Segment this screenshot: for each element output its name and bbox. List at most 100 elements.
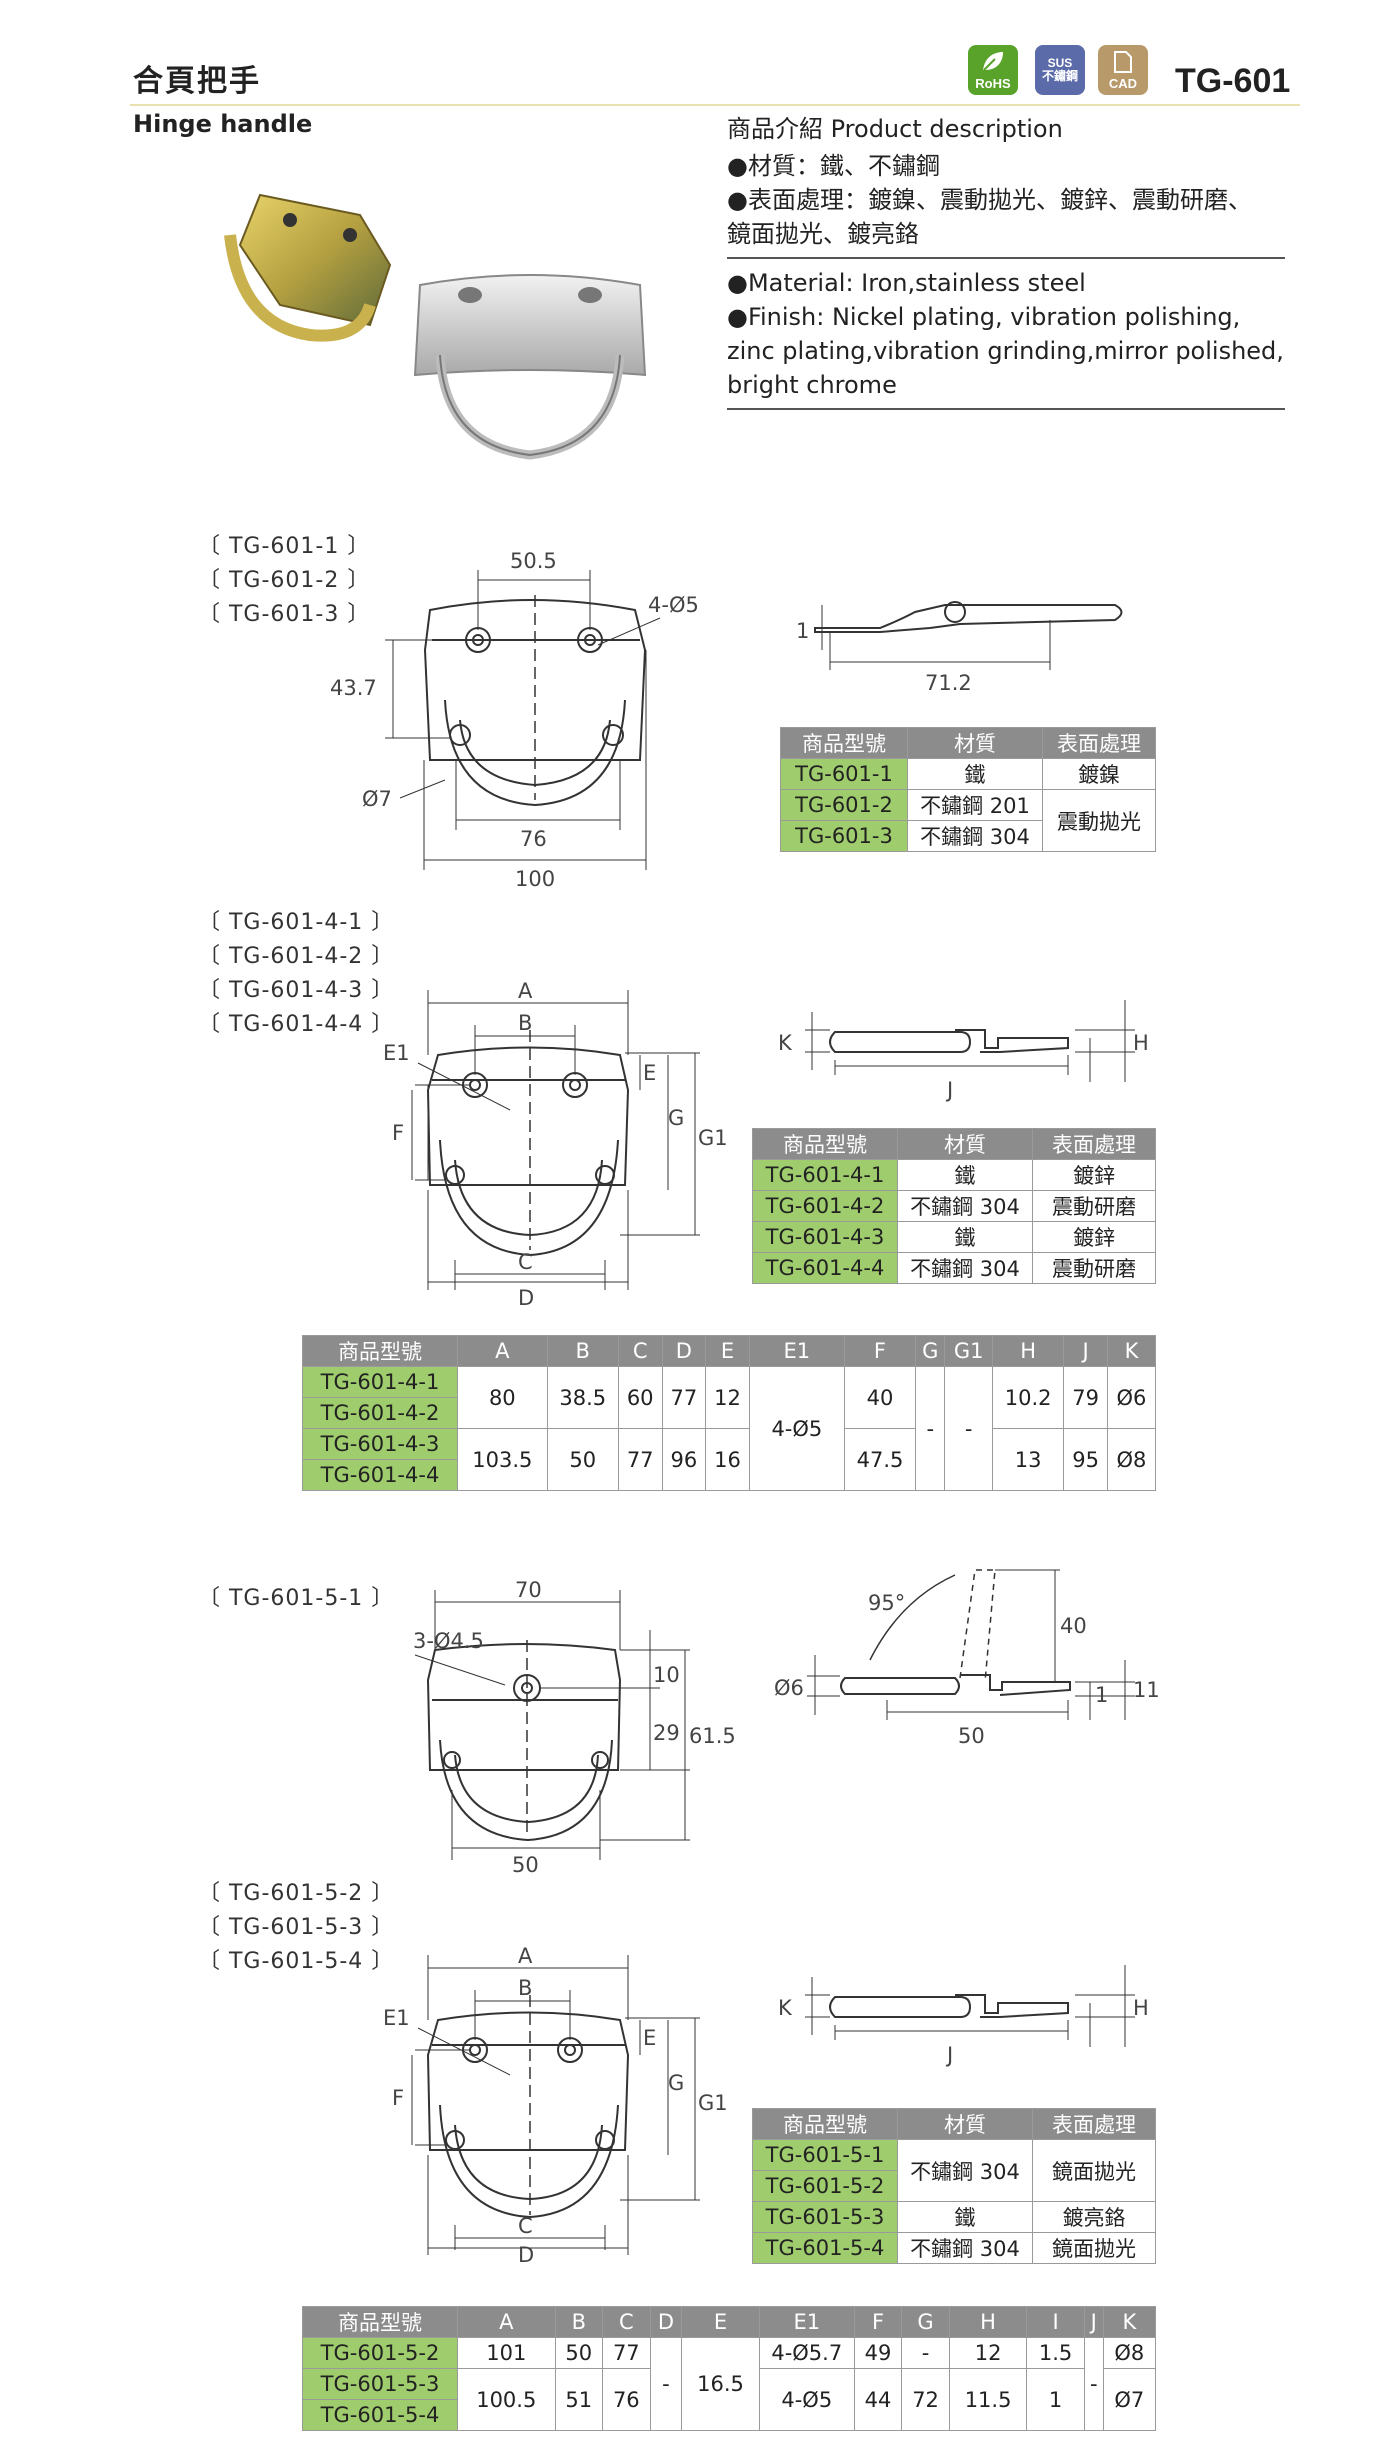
series-label: 〔 TG-601-4-3 〕 (198, 978, 395, 1003)
material-cell: 不鏽鋼 304 (897, 2139, 1033, 2202)
file-icon (1114, 51, 1132, 73)
drawing-tg601-5-side: K H J (778, 1965, 1149, 2067)
series-label: 〔 TG-601-5-3 〕 (198, 1915, 395, 1940)
col-header: J (1083, 2306, 1104, 2338)
dim-E: E (643, 1061, 656, 1085)
model-cell: TG-601-5-2 (752, 2170, 898, 2202)
col-header: K (1102, 2306, 1157, 2338)
col-header: D (661, 1335, 707, 1367)
dim-K: K (778, 1996, 793, 2020)
col-header: G1 (944, 1335, 994, 1367)
spec-cell: 51 (554, 2368, 604, 2431)
table-row: TG-601-4-4 不鏽鋼 304 震動研磨 (752, 1252, 1156, 1284)
sus-icon: SUS 不鏽鋼 (1041, 55, 1078, 83)
cad-icon: CAD (1108, 76, 1138, 91)
drawing-tg601-5-1-front: 70 3-Ø4.5 10 29 61.5 50 (413, 1578, 736, 1877)
model-cell: TG-601-5-3 (302, 2368, 458, 2400)
spec-cell: 77 (602, 2337, 651, 2369)
drawing-tg601-4-side: K H J (778, 1000, 1149, 1102)
spec-cell: 11.5 (948, 2368, 1028, 2431)
page-title-zh: 合頁把手 (133, 64, 261, 99)
material-cell: 不鏽鋼 201 (907, 789, 1043, 821)
finish-cell: 鍍鎳 (1042, 758, 1156, 790)
spec-table-tg601-4: 商品型號 A B C D E E1 F G G1 H J K TG-601-4-… (302, 1335, 1157, 1491)
series-label: 〔 TG-601-4-4 〕 (198, 1012, 395, 1037)
col-header: E (705, 1335, 750, 1367)
col-header: 材質 (907, 727, 1043, 759)
dim-50: 50 (512, 1853, 539, 1877)
model-cell: TG-601-4-2 (302, 1397, 458, 1429)
spec-cell: 13 (992, 1428, 1065, 1491)
page-title-en: Hinge handle (133, 110, 313, 138)
desc-divider-2 (727, 408, 1285, 410)
dim-B: B (518, 1011, 532, 1035)
finish-cell: 震動拋光 (1042, 789, 1156, 852)
col-header: H (992, 1335, 1065, 1367)
zh-finish-line1: ●表面處理：鍍鎳、震動拋光、鍍鋅、震動研磨、 (727, 186, 1252, 214)
dim-J: J (945, 1078, 953, 1102)
model-cell: TG-601-4-3 (752, 1221, 898, 1253)
spec-cell: - (944, 1366, 994, 1491)
en-material: ●Material: Iron,stainless steel (727, 269, 1086, 297)
finish-cell: 鍍鋅 (1032, 1159, 1156, 1191)
dim-E1: E1 (383, 1041, 410, 1065)
spec-cell: 72 (901, 2368, 950, 2431)
dim-wire: Ø7 (362, 787, 392, 811)
table-row: TG-601-5-4 不鏽鋼 304 鏡面拋光 (752, 2232, 1156, 2264)
en-finish-line1: ●Finish: Nickel plating, vibration polis… (727, 303, 1241, 331)
dim-50: 50 (958, 1724, 985, 1748)
spec-cell: 47.5 (843, 1428, 917, 1491)
table-row: TG-601-5-2 101 50 77 - 16.5 4-Ø5.7 49 - … (302, 2337, 1157, 2431)
photo-brass-handle (224, 193, 392, 342)
spec-cell: 60 (617, 1366, 663, 1429)
dim-K: K (778, 1031, 793, 1055)
finish-cell: 鏡面拋光 (1032, 2139, 1156, 2202)
spec-cell: Ø8 (1106, 1428, 1157, 1491)
dim-1: 1 (1095, 1683, 1108, 1707)
col-header: 商品型號 (302, 1335, 458, 1367)
model-cell: TG-601-2 (780, 789, 908, 821)
table-row: TG-601-2 不鏽鋼 201 震動拋光 (780, 789, 1156, 852)
spec-cell: Ø7 (1102, 2368, 1157, 2431)
table-row: TG-601-5-4 (302, 2399, 1156, 2431)
drawing-tg601-4-front: A B E1 F E G G1 C D (383, 979, 728, 1310)
zh-material: ●材質：鐵、不鏽鋼 (727, 152, 940, 180)
series-label: 〔 TG-601-5-2 〕 (198, 1881, 395, 1906)
spec-cell: 76 (602, 2368, 651, 2431)
dim-10: 10 (653, 1663, 680, 1687)
finish-cell: 鏡面拋光 (1032, 2232, 1156, 2264)
dim-holes: 3-Ø4.5 (413, 1629, 484, 1653)
dim-A: A (518, 979, 533, 1003)
dim-71-2: 71.2 (925, 671, 972, 695)
drawing-tg601-front: 50.5 4-Ø5 43.7 Ø7 76 100 (330, 549, 699, 891)
col-header: 商品型號 (780, 727, 908, 759)
spec-cell: 79 (1063, 1366, 1108, 1429)
table-row: TG-601-5-1 不鏽鋼 304 鏡面拋光 (752, 2139, 1156, 2202)
dim-D: D (518, 1286, 534, 1310)
table-row: TG-601-4-3 103.5 50 77 96 16 47.5 13 95 … (302, 1428, 1157, 1491)
model-cell: TG-601-4-1 (752, 1159, 898, 1191)
dim-61-5: 61.5 (689, 1724, 736, 1748)
col-header: 商品型號 (302, 2306, 458, 2338)
model-cell: TG-601-4-2 (752, 1190, 898, 1222)
dim-holes: 4-Ø5 (648, 593, 699, 617)
table-row: TG-601-5-2 (752, 2170, 1156, 2202)
model-cell: TG-601-5-1 (752, 2139, 898, 2171)
material-table-1: 商品型號 材質 表面處理 TG-601-1 鐵 鍍鎳 TG-601-2 不鏽鋼 … (780, 727, 1156, 852)
dim-H: H (1133, 1031, 1149, 1055)
spec-cell: 12 (705, 1366, 750, 1429)
spec-cell: 12 (948, 2337, 1028, 2369)
material-cell: 鐵 (897, 1159, 1033, 1191)
col-header: C (602, 2306, 651, 2338)
col-header: G (915, 1335, 946, 1367)
col-header: C (617, 1335, 663, 1367)
dim-G1: G1 (698, 1126, 728, 1150)
dim-F: F (392, 2086, 404, 2110)
model-cell: TG-601-1 (780, 758, 908, 790)
spec-cell: 4-Ø5 (748, 1366, 845, 1491)
col-header: E1 (758, 2306, 855, 2338)
col-header: D (649, 2306, 683, 2338)
spec-cell: - (915, 1366, 946, 1491)
dim-G1: G1 (698, 2091, 728, 2115)
col-header: 商品型號 (752, 2108, 898, 2140)
